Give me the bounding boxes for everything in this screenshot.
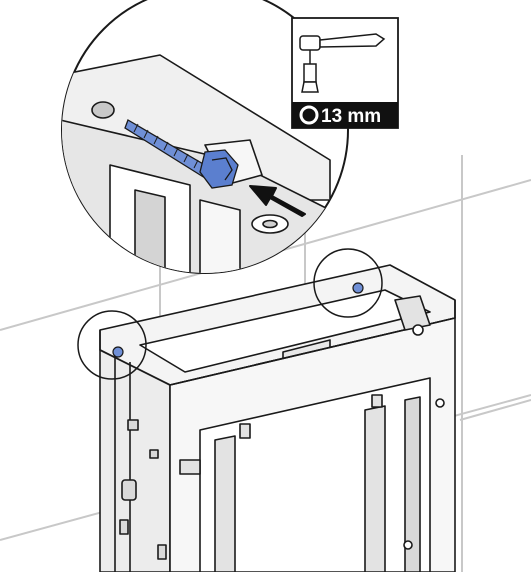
insertion-arrow <box>249 185 306 217</box>
socket-wrench-icon <box>299 33 386 64</box>
hex-socket-icon <box>299 105 319 125</box>
tool-size-label: 13 mm <box>321 106 381 127</box>
screw-right <box>352 282 364 294</box>
hex-nut-icon <box>301 63 319 93</box>
installation-frame <box>99 264 456 572</box>
screw-left <box>112 346 124 358</box>
detail-magnifier <box>61 0 349 274</box>
callout-circle-left <box>77 310 147 380</box>
wall-screw <box>124 119 239 189</box>
tool-callout: 13 mm <box>291 17 399 129</box>
callout-circle-right <box>313 248 383 318</box>
